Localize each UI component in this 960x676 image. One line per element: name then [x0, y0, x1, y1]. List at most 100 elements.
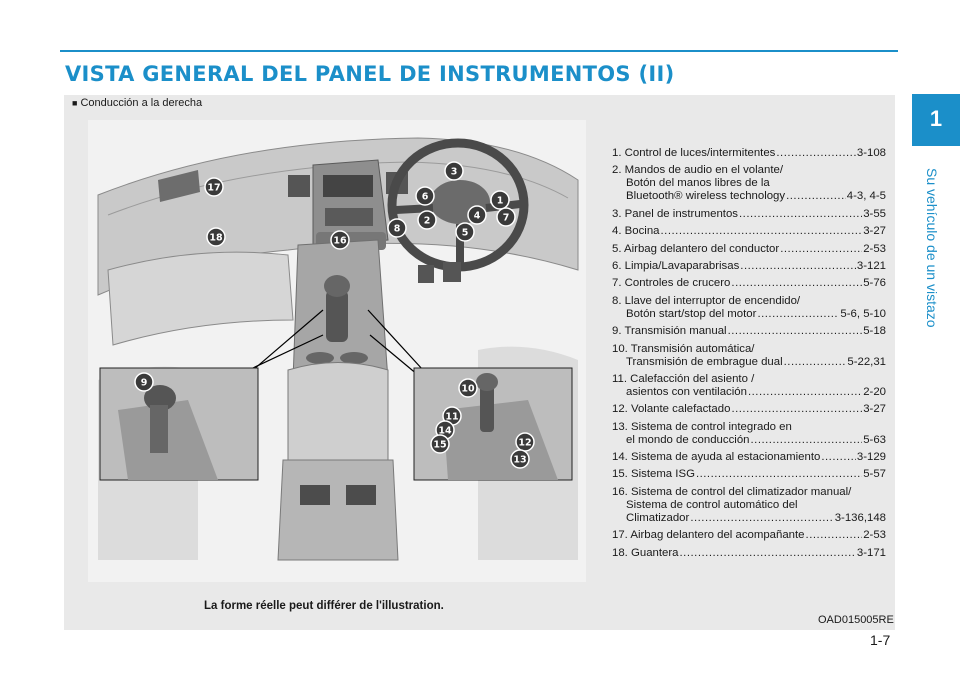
callout-label: 1	[497, 196, 504, 207]
callout-5: 5	[455, 222, 475, 242]
legend-item: 14. Sistema de ayuda al estacionamiento3…	[612, 451, 886, 464]
leader-dots	[776, 147, 856, 160]
callout-label: 17	[207, 183, 220, 194]
image-code: OAD015005RE	[818, 614, 894, 626]
leader-dots	[728, 325, 863, 338]
legend-text: Sistema de control automático del	[626, 498, 798, 511]
callout-label: 6	[422, 192, 429, 203]
legend-text: 2. Mandos de audio en el volante/	[612, 164, 783, 177]
legend-page-ref: 2-53	[863, 242, 886, 255]
legend-page-ref: 3-121	[856, 259, 886, 272]
legend-text: Bluetooth® wireless technology	[626, 190, 786, 203]
legend-item: 5. Airbag delantero del conductor2-53	[612, 243, 886, 256]
leader-dots	[806, 529, 863, 542]
legend-page-ref: 3-108	[856, 147, 886, 159]
leader-dots	[780, 243, 862, 256]
callout-17: 17	[204, 177, 224, 197]
callout-label: 11	[445, 412, 458, 423]
leader-dots	[696, 468, 862, 481]
legend-page-ref: 3-27	[863, 225, 886, 238]
page-number: 1-7	[870, 632, 891, 648]
legend-text: 9. Transmisión manual	[612, 325, 727, 338]
legend-item: 9. Transmisión manual5-18	[612, 325, 886, 338]
legend-line: 3. Panel de instrumentos 3-55	[612, 208, 886, 221]
legend-page-ref: 5-6, 5-10	[840, 307, 886, 320]
legend-page-ref: 3-129	[856, 451, 886, 464]
legend-page-ref: 5-63	[863, 433, 886, 446]
page-title: VISTA GENERAL DEL PANEL DE INSTRUMENTOS …	[65, 62, 675, 86]
leader-dots	[739, 208, 862, 221]
legend-line: Transmisión de embrague dual5-22,31	[612, 356, 886, 369]
callout-label: 2	[424, 216, 431, 227]
legend-page-ref: 3-27	[863, 403, 886, 416]
leader-dots	[740, 260, 856, 273]
callout-label: 3	[451, 167, 458, 178]
legend-item: 1. Control de luces/intermitentes3-108	[612, 147, 886, 160]
callout-label: 13	[513, 455, 526, 466]
legend-line: Botón start/stop del motor 5-6, 5-10	[612, 308, 886, 321]
legend-text: 13. Sistema de control integrado en	[612, 420, 792, 433]
legend-item: 17. Airbag delantero del acompañante2-53	[612, 529, 886, 542]
legend-line: Bluetooth® wireless technology4-3, 4-5	[612, 190, 886, 203]
legend-text: 12. Volante calefactado	[612, 403, 731, 416]
legend-line: 14. Sistema de ayuda al estacionamiento3…	[612, 451, 886, 464]
callout-1: 1	[490, 190, 510, 210]
callout-label: 4	[474, 211, 481, 222]
leader-dots	[731, 403, 862, 416]
callout-12: 12	[515, 432, 535, 452]
legend-line: el mondo de conducción5-63	[612, 434, 886, 447]
legend-page-ref: 3-136,148	[834, 511, 886, 524]
legend-line: 5. Airbag delantero del conductor2-53	[612, 243, 886, 256]
legend-page-ref: 3-171	[856, 546, 886, 559]
legend-text: 10. Transmisión automática/	[612, 342, 755, 355]
legend-item: 6. Limpia/Lavaparabrisas 3-121	[612, 260, 886, 273]
legend-line: Botón del manos libres de la	[612, 177, 886, 190]
leader-dots	[786, 190, 846, 203]
legend-text: Botón del manos libres de la	[626, 177, 770, 190]
legend-line: 1. Control de luces/intermitentes3-108	[612, 147, 886, 160]
legend-line: 15. Sistema ISG5-57	[612, 468, 886, 481]
callout-10: 10	[458, 378, 478, 398]
legend-line: 17. Airbag delantero del acompañante2-53	[612, 529, 886, 542]
subtitle-text: Conducción a la derecha	[80, 97, 203, 109]
chapter-tab: 1	[912, 94, 960, 146]
legend-line: Climatizador3-136,148	[612, 512, 886, 525]
legend-item: 16. Sistema de control del climatizador …	[612, 486, 886, 525]
leader-dots	[680, 547, 856, 560]
callout-3: 3	[444, 161, 464, 181]
header-rule	[60, 50, 898, 52]
legend-text: 11. Calefacción del asiento /	[612, 372, 755, 385]
legend-text: 16. Sistema de control del climatizador …	[612, 485, 852, 498]
callout-6: 6	[415, 186, 435, 206]
legend-line: Sistema de control automático del	[612, 499, 886, 512]
legend-page-ref: 2-20	[863, 385, 886, 398]
legend-item: 3. Panel de instrumentos 3-55	[612, 208, 886, 221]
legend-text: Transmisión de embrague dual	[626, 355, 783, 368]
callout-2: 2	[417, 210, 437, 230]
legend-line: 10. Transmisión automática/	[612, 343, 886, 356]
callout-9: 9	[134, 372, 154, 392]
leader-dots	[757, 308, 839, 321]
legend-item: 7. Controles de crucero5-76	[612, 277, 886, 290]
legend-text: 6. Limpia/Lavaparabrisas	[612, 259, 740, 272]
legend-page-ref: 3-55	[863, 207, 886, 220]
legend-text: 15. Sistema ISG	[612, 468, 695, 481]
legend-text: Botón start/stop del motor	[626, 307, 757, 320]
callout-7: 7	[496, 207, 516, 227]
leader-dots	[821, 451, 856, 464]
chapter-number: 1	[929, 106, 943, 131]
legend-text: 8. Llave del interruptor de encendido/	[612, 294, 801, 307]
legend-text: 3. Panel de instrumentos	[612, 207, 739, 220]
leader-dots	[661, 225, 863, 238]
legend-line: asientos con ventilación2-20	[612, 386, 886, 399]
chapter-title: Su vehículo de un vistazo	[924, 168, 940, 328]
leader-dots	[750, 434, 862, 447]
legend-line: 4. Bocina3-27	[612, 225, 886, 238]
callout-label: 15	[433, 440, 446, 451]
callout-label: 18	[209, 233, 223, 244]
callout-label: 10	[461, 384, 475, 395]
leader-dots	[731, 277, 862, 290]
